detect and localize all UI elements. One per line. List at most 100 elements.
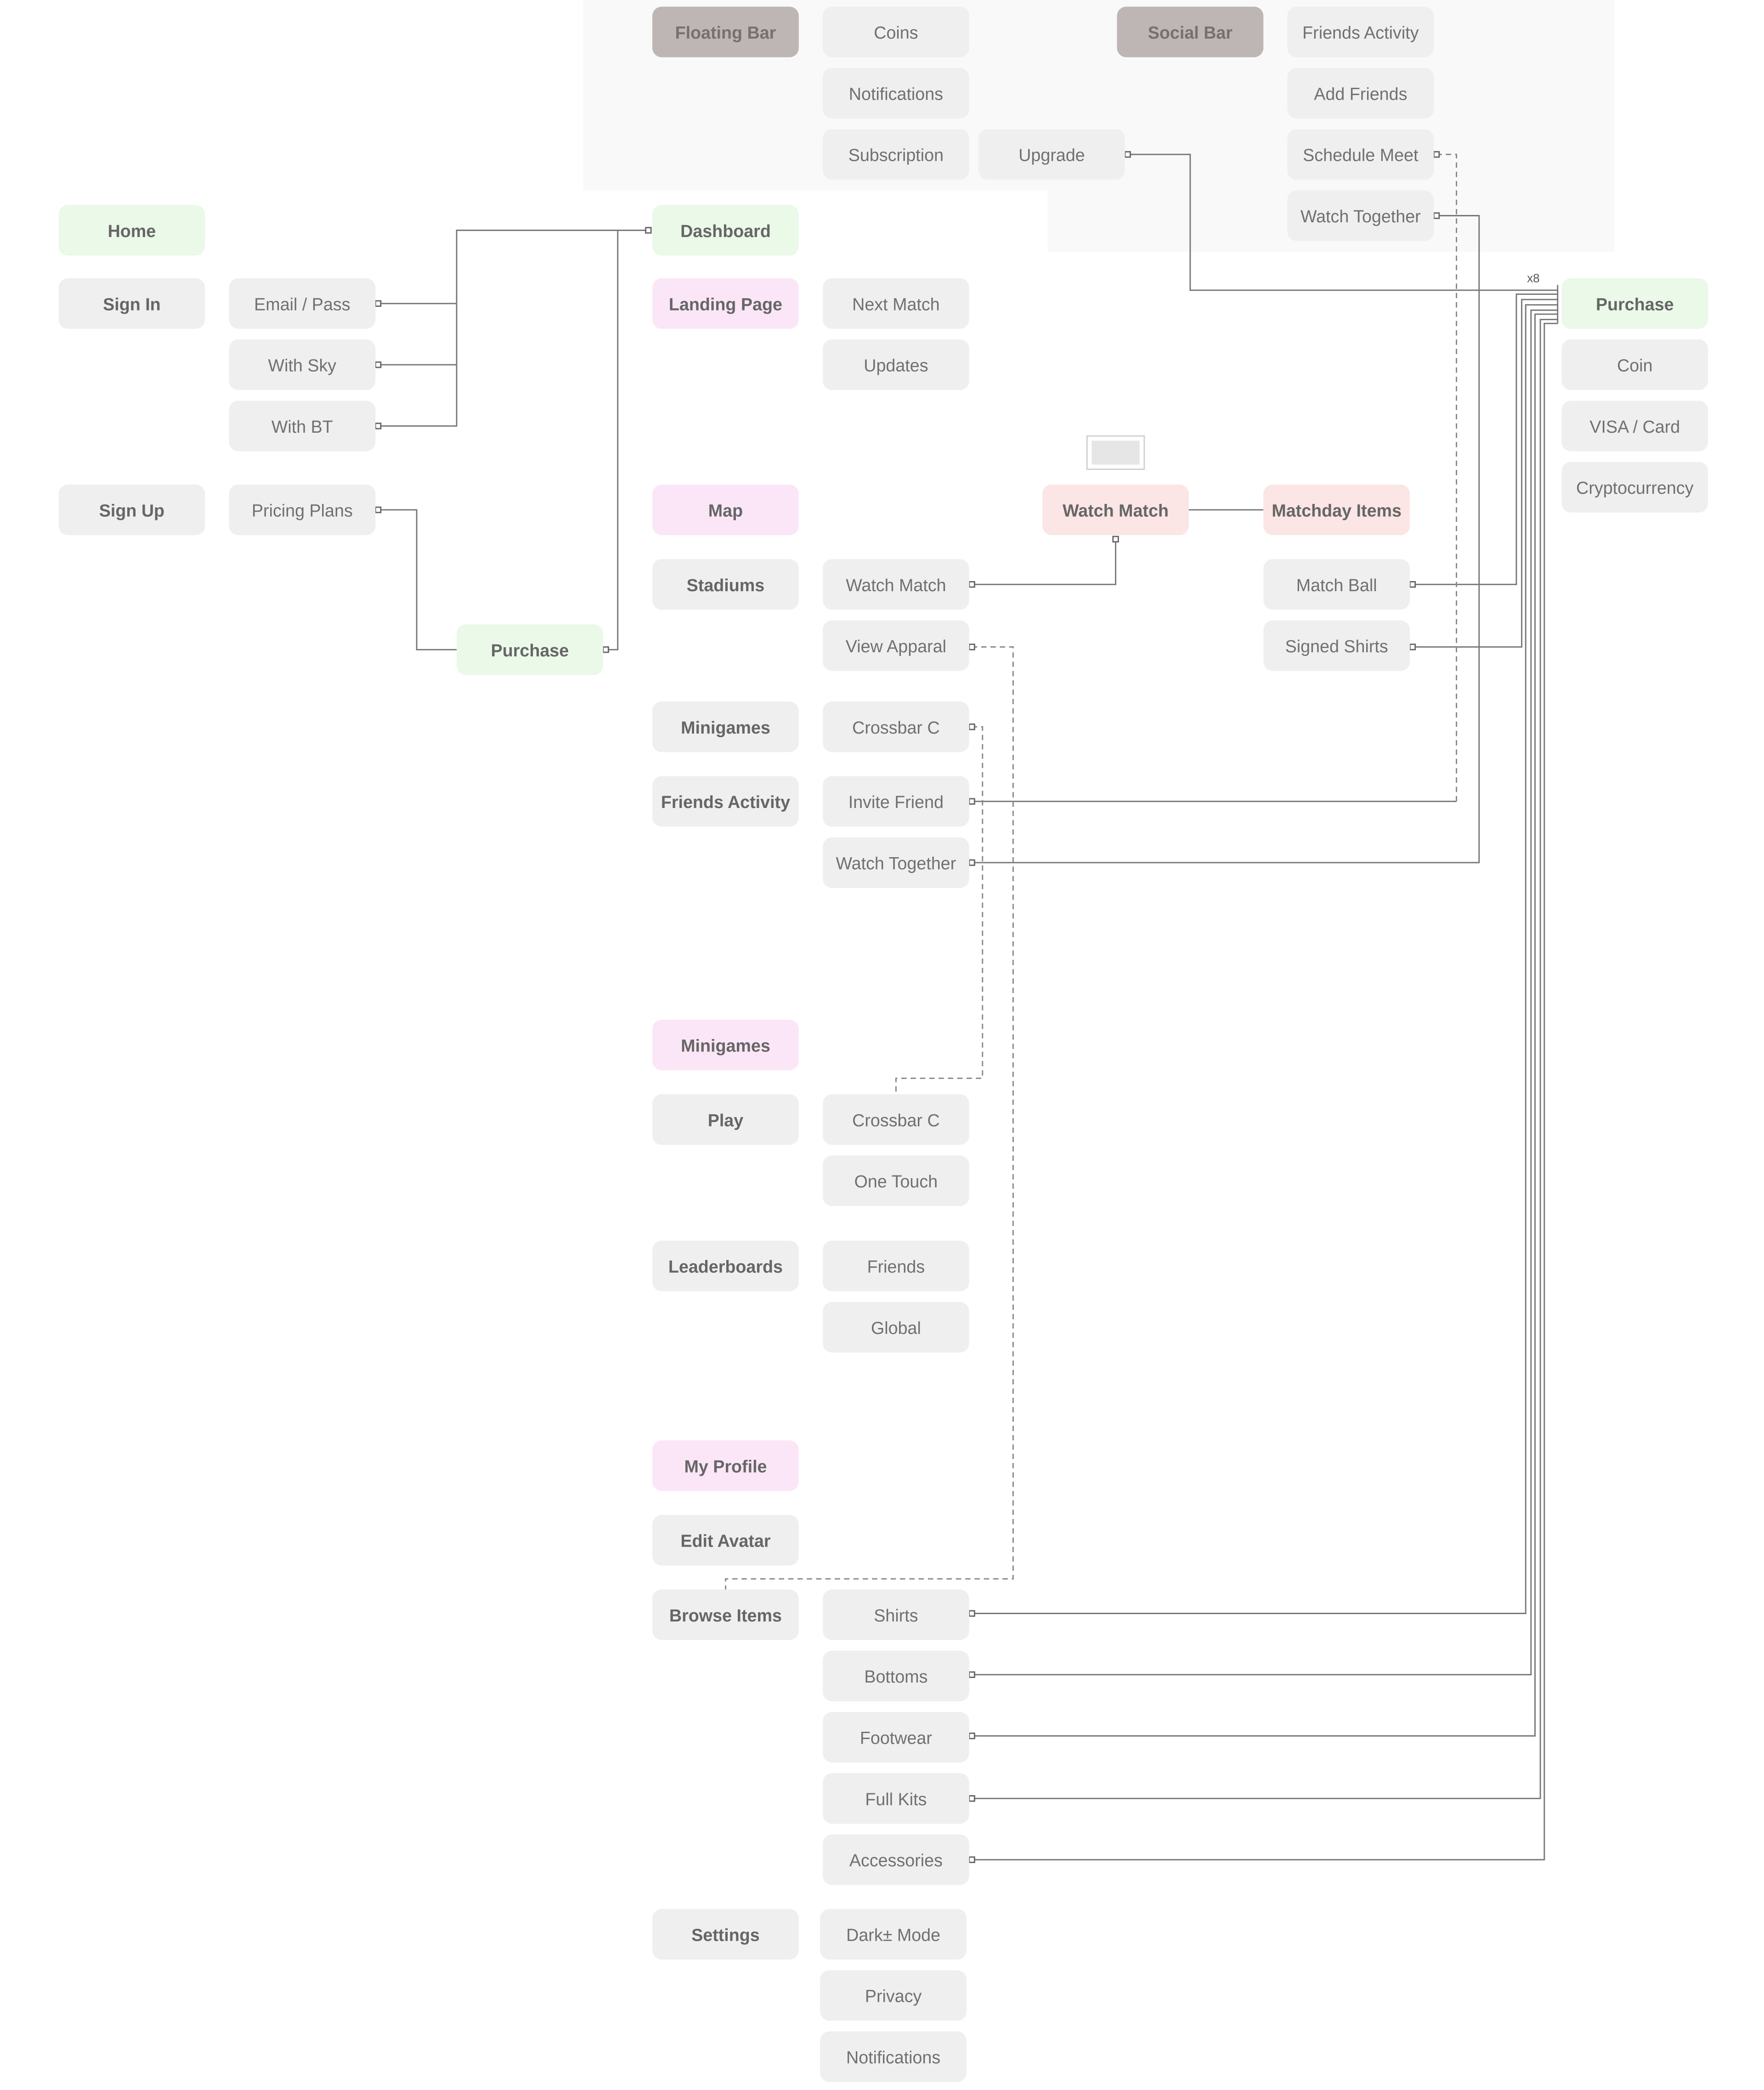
node-edit-avatar[interactable]: Edit Avatar (652, 1515, 799, 1566)
connector-view-apparal-to-browse-items-dashed (725, 646, 1014, 1590)
port-schedule-meet (1433, 151, 1440, 158)
node-crossbar-c-1[interactable]: Crossbar C (823, 701, 969, 752)
tv-screen-icon (1086, 435, 1145, 470)
node-crossbar-c-2[interactable]: Crossbar C (823, 1094, 969, 1145)
connector-purchase-to-dashboard (605, 230, 619, 650)
node-cryptocurrency[interactable]: Cryptocurrency (1561, 462, 1708, 513)
port-email-pass (374, 300, 382, 307)
node-minigames[interactable]: Minigames (652, 701, 799, 752)
node-match-ball[interactable]: Match Ball (1263, 559, 1410, 610)
port-upgrade (1124, 151, 1131, 158)
node-with-bt[interactable]: With BT (229, 401, 376, 452)
connector-email-pass-to-dashboard (378, 229, 649, 305)
node-notifications-top[interactable]: Notifications (823, 68, 969, 119)
node-footwear[interactable]: Footwear (823, 1712, 969, 1763)
port-view-apparal (968, 644, 975, 650)
node-map[interactable]: Map (652, 484, 799, 536)
node-pricing-plans[interactable]: Pricing Plans (229, 484, 376, 536)
node-invite-friend[interactable]: Invite Friend (823, 776, 969, 827)
node-notifications-settings[interactable]: Notifications (820, 2031, 967, 2082)
connector-with-bt-to-dashboard (378, 303, 458, 427)
node-social-bar[interactable]: Social Bar (1117, 6, 1264, 57)
node-coins[interactable]: Coins (823, 6, 969, 57)
port-watch-match (968, 581, 975, 588)
port-accessories (968, 1856, 975, 1863)
node-browse-items[interactable]: Browse Items (652, 1589, 799, 1640)
node-friends-activity-top[interactable]: Friends Activity (1287, 6, 1434, 57)
node-email-pass[interactable]: Email / Pass (229, 278, 376, 329)
node-play[interactable]: Play (652, 1094, 799, 1145)
port-watch-together-top (1433, 212, 1440, 219)
node-friends-activity[interactable]: Friends Activity (652, 776, 799, 827)
node-stadiums[interactable]: Stadiums (652, 559, 799, 610)
connector-watch-match-to-watch-match-red (972, 540, 1117, 585)
node-upgrade[interactable]: Upgrade (978, 129, 1125, 180)
node-watch-match[interactable]: Watch Match (823, 559, 969, 610)
node-watch-match-red[interactable]: Watch Match (1042, 484, 1189, 536)
node-watch-together-top[interactable]: Watch Together (1287, 190, 1434, 241)
node-matchday-items[interactable]: Matchday Items (1263, 484, 1410, 536)
node-dark-mode[interactable]: Dark± Mode (820, 1909, 967, 1960)
node-with-sky[interactable]: With Sky (229, 339, 376, 390)
node-global[interactable]: Global (823, 1302, 969, 1353)
connector-upgrade-to-purchase (1127, 153, 1558, 291)
node-leaderboards[interactable]: Leaderboards (652, 1241, 799, 1292)
port-with-sky (374, 361, 382, 368)
connector-full-kits-to-purchase (972, 319, 1558, 1799)
node-visa-card[interactable]: VISA / Card (1561, 401, 1708, 452)
connector-bottoms-to-purchase (972, 309, 1558, 1676)
port-bottoms (968, 1671, 975, 1678)
connector-watch-together-to-top (972, 215, 1480, 864)
port-footwear (968, 1732, 975, 1740)
node-friends[interactable]: Friends (823, 1241, 969, 1292)
port-pricing-plans (374, 506, 382, 514)
connector-schedule-meet-dashed (1436, 153, 1457, 802)
port-watch-together (968, 859, 975, 866)
node-accessories[interactable]: Accessories (823, 1834, 969, 1885)
node-settings[interactable]: Settings (652, 1909, 799, 1960)
node-signed-shirts[interactable]: Signed Shirts (1263, 620, 1410, 671)
node-view-apparal[interactable]: View Apparal (823, 620, 969, 671)
node-purchase-left[interactable]: Purchase (457, 624, 603, 675)
port-signed-shirts (1409, 644, 1416, 650)
port-invite-friend (968, 798, 975, 805)
node-home[interactable]: Home (58, 205, 205, 256)
node-minigames-section[interactable]: Minigames (652, 1019, 799, 1071)
connector-pricing-plans-to-purchase (378, 509, 457, 650)
connector-footwear-to-purchase (972, 313, 1558, 1737)
node-full-kits[interactable]: Full Kits (823, 1773, 969, 1824)
node-floating-bar[interactable]: Floating Bar (652, 6, 799, 57)
node-purchase-right[interactable]: Purchase (1561, 278, 1708, 329)
node-sign-in[interactable]: Sign In (58, 278, 205, 329)
port-shirts (968, 1610, 975, 1617)
node-sign-up[interactable]: Sign Up (58, 484, 205, 536)
node-next-match[interactable]: Next Match (823, 278, 969, 329)
port-match-ball (1409, 581, 1416, 588)
node-shirts[interactable]: Shirts (823, 1589, 969, 1640)
connector-shirts-to-purchase (972, 304, 1558, 1614)
node-add-friends[interactable]: Add Friends (1287, 68, 1434, 119)
node-updates[interactable]: Updates (823, 339, 969, 390)
node-watch-together[interactable]: Watch Together (823, 837, 969, 888)
node-coin[interactable]: Coin (1561, 339, 1708, 390)
port-crossbar-c (968, 723, 975, 730)
node-dashboard[interactable]: Dashboard (652, 205, 799, 256)
port-dashboard (645, 227, 652, 234)
port-purchase-left (602, 646, 609, 653)
connector-match-ball-to-purchase (1412, 294, 1558, 585)
node-landing-page[interactable]: Landing Page (652, 278, 799, 329)
node-subscription[interactable]: Subscription (823, 129, 969, 180)
connector-signed-shirts-to-purchase (1412, 299, 1558, 648)
node-schedule-meet[interactable]: Schedule Meet (1287, 129, 1434, 180)
connector-accessories-to-purchase (972, 322, 1558, 1861)
node-privacy[interactable]: Privacy (820, 1970, 967, 2021)
node-one-touch[interactable]: One Touch (823, 1155, 969, 1206)
port-watch-match-red (1112, 536, 1119, 542)
port-full-kits (968, 1795, 975, 1802)
node-bottoms[interactable]: Bottoms (823, 1650, 969, 1701)
node-my-profile[interactable]: My Profile (652, 1440, 799, 1491)
port-with-bt (374, 423, 382, 429)
multiplier-label: x8 (1527, 271, 1540, 285)
